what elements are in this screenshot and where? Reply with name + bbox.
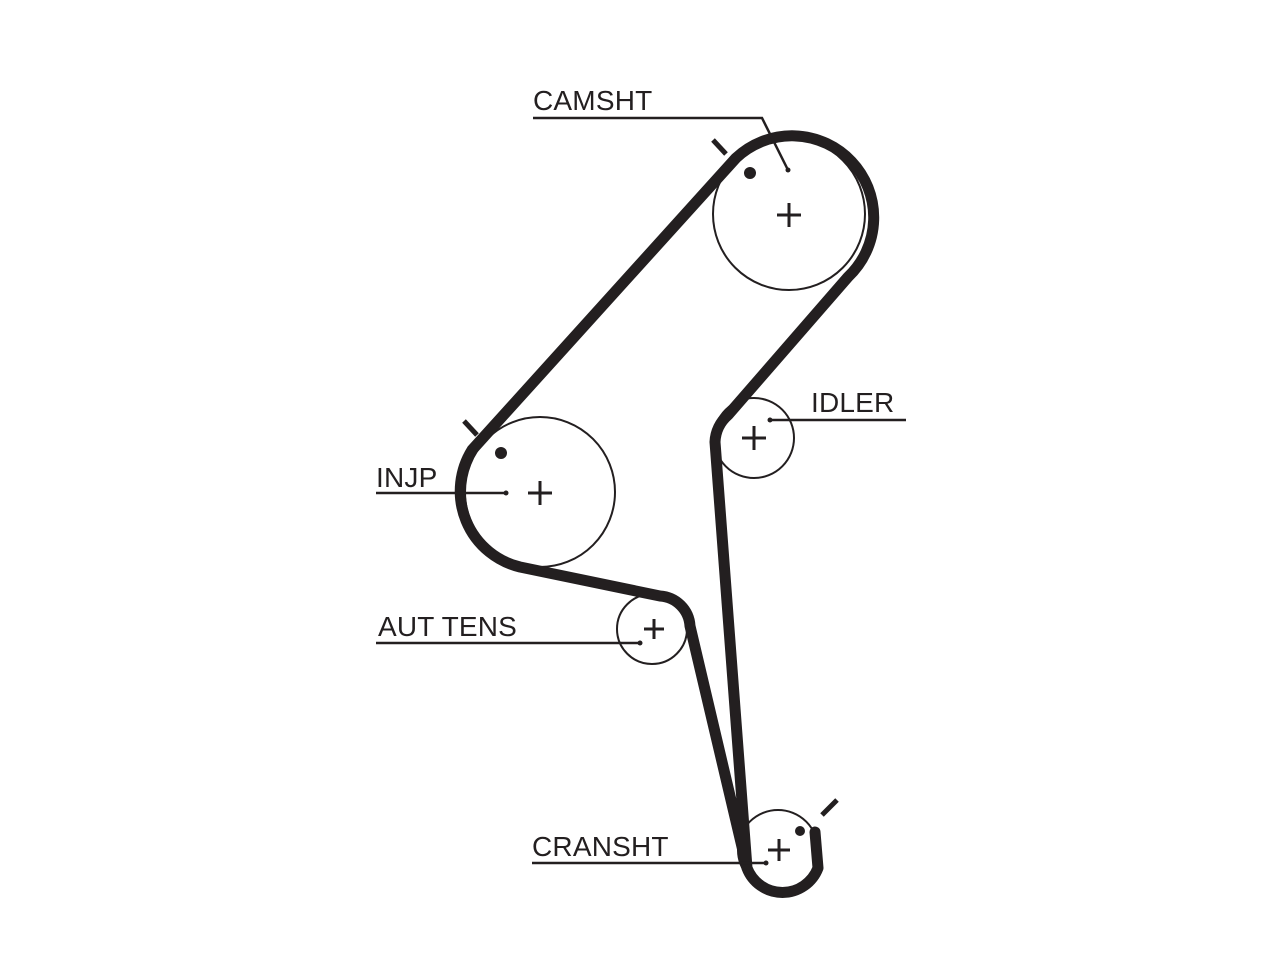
timing-belt <box>454 130 880 898</box>
crankshaft-timing-mark <box>820 798 839 817</box>
injection-pump-mark-dot <box>495 447 507 459</box>
auto-tensioner-center-cross <box>644 619 664 639</box>
pulleys <box>464 137 866 891</box>
crankshaft-center-cross <box>768 839 790 861</box>
camshaft-timing-mark <box>711 138 728 156</box>
injection-pump-center-cross <box>528 481 552 505</box>
idler-center-cross <box>742 426 766 450</box>
injection-pump-timing-mark <box>462 419 479 437</box>
timing-marks <box>462 138 839 836</box>
labels: CAMSHT IDLER INJP AUT TENS CRANSHT <box>376 85 894 862</box>
crankshaft-mark-dot <box>795 826 805 836</box>
injection-pump-label: INJP <box>376 462 437 493</box>
camshaft-center-cross <box>777 203 801 227</box>
leader-lines <box>376 116 906 866</box>
crankshaft-label: CRANSHT <box>532 831 669 862</box>
pulley-centers <box>528 203 801 861</box>
camshaft-label: CAMSHT <box>533 85 652 116</box>
auto-tensioner-label: AUT TENS <box>378 611 517 642</box>
camshaft-leader <box>533 116 790 171</box>
camshaft-mark-dot <box>744 167 756 179</box>
idler-label: IDLER <box>811 387 894 418</box>
